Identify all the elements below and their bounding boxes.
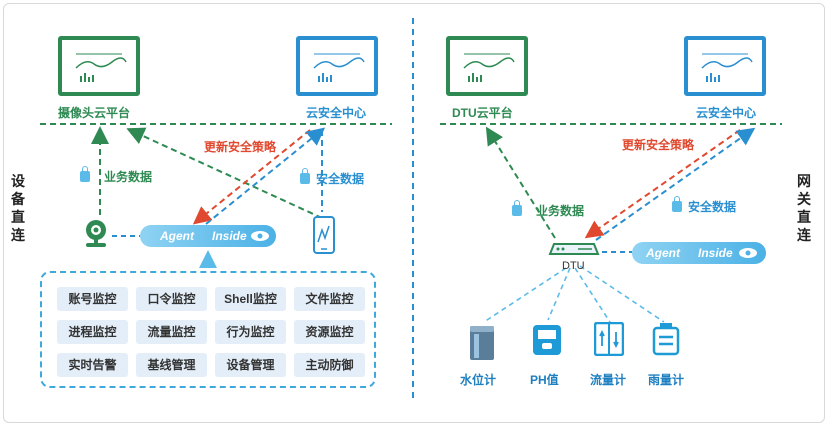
feature-item: 实时告警	[57, 353, 128, 377]
feature-item: 行为监控	[215, 320, 286, 344]
device-label-ph: PH值	[530, 373, 559, 387]
feature-item: 进程监控	[57, 320, 128, 344]
camera-icon	[86, 220, 106, 247]
right-update-policy-label: 更新安全策略	[622, 138, 695, 152]
eye-icon	[251, 231, 269, 241]
left-security-lock-icon	[300, 168, 310, 184]
feature-item: 资源监控	[294, 320, 365, 344]
right-agent-inside-badge: Agent Inside	[632, 242, 766, 264]
feature-item: 账号监控	[57, 287, 128, 311]
feature-item: 设备管理	[215, 353, 286, 377]
left-security-arrow	[205, 127, 326, 225]
agent-word: Agent	[160, 229, 194, 243]
dtu-platform-label: DTU云平台	[452, 106, 513, 120]
left-business-lock-icon	[80, 166, 90, 182]
feature-item: 流量监控	[136, 320, 207, 344]
flow-meter-icon	[594, 322, 624, 356]
dtu-rain-link	[579, 265, 665, 323]
right-policy-arrow	[584, 129, 741, 239]
dtu-flow-link	[574, 267, 611, 323]
monitoring-features-box	[40, 271, 376, 388]
inside-word: Inside	[698, 246, 733, 260]
device-label-flow: 流量计	[590, 373, 627, 387]
feature-item: Shell监控	[215, 287, 286, 311]
inside-word: Inside	[212, 229, 247, 243]
right-security-center-monitor-icon	[684, 36, 766, 96]
camera-platform-label: 摄像头云平台	[58, 106, 131, 120]
rain-gauge-icon	[652, 323, 680, 356]
right-business-lock-icon	[512, 200, 522, 216]
feature-item: 基线管理	[136, 353, 207, 377]
phone-icon	[313, 216, 335, 254]
right-security-lock-icon	[672, 196, 682, 212]
dtu-ph-link	[547, 267, 571, 321]
left-security-center-monitor-icon	[296, 36, 378, 96]
left-security-data-label: 安全数据	[316, 172, 365, 186]
dtu-platform-monitor-icon	[446, 36, 528, 96]
device-label-rain: 雨量计	[648, 373, 685, 387]
right-security-data-label: 安全数据	[688, 200, 737, 214]
right-side-label: 网关直连	[797, 173, 811, 243]
dtu-router-icon	[548, 243, 600, 255]
left-security-center-label: 云安全中心	[306, 106, 367, 120]
feature-item: 口令监控	[136, 287, 207, 311]
dtu-water-link	[483, 267, 567, 323]
eye-icon	[739, 248, 757, 258]
device-label-water: 水位计	[460, 373, 497, 387]
right-security-arrow	[595, 127, 756, 241]
right-security-center-label: 云安全中心	[696, 106, 757, 120]
right-business-data-label: 业务数据	[536, 204, 585, 218]
feature-item: 主动防御	[294, 353, 365, 377]
feature-item: 文件监控	[294, 287, 365, 311]
left-agent-inside-badge: Agent Inside	[140, 225, 276, 247]
left-policy-arrow	[192, 129, 311, 225]
left-side-label: 设备直连	[11, 173, 25, 243]
left-phone-arrow	[126, 127, 323, 219]
agent-word: Agent	[646, 246, 680, 260]
left-update-policy-label: 更新安全策略	[204, 140, 277, 154]
water-level-meter-icon	[470, 326, 494, 360]
left-business-data-label: 业务数据	[104, 170, 153, 184]
ph-meter-icon	[533, 325, 561, 355]
right-business-arrow	[485, 126, 556, 239]
dtu-label: DTU	[562, 260, 585, 272]
camera-platform-monitor-icon	[58, 36, 140, 96]
